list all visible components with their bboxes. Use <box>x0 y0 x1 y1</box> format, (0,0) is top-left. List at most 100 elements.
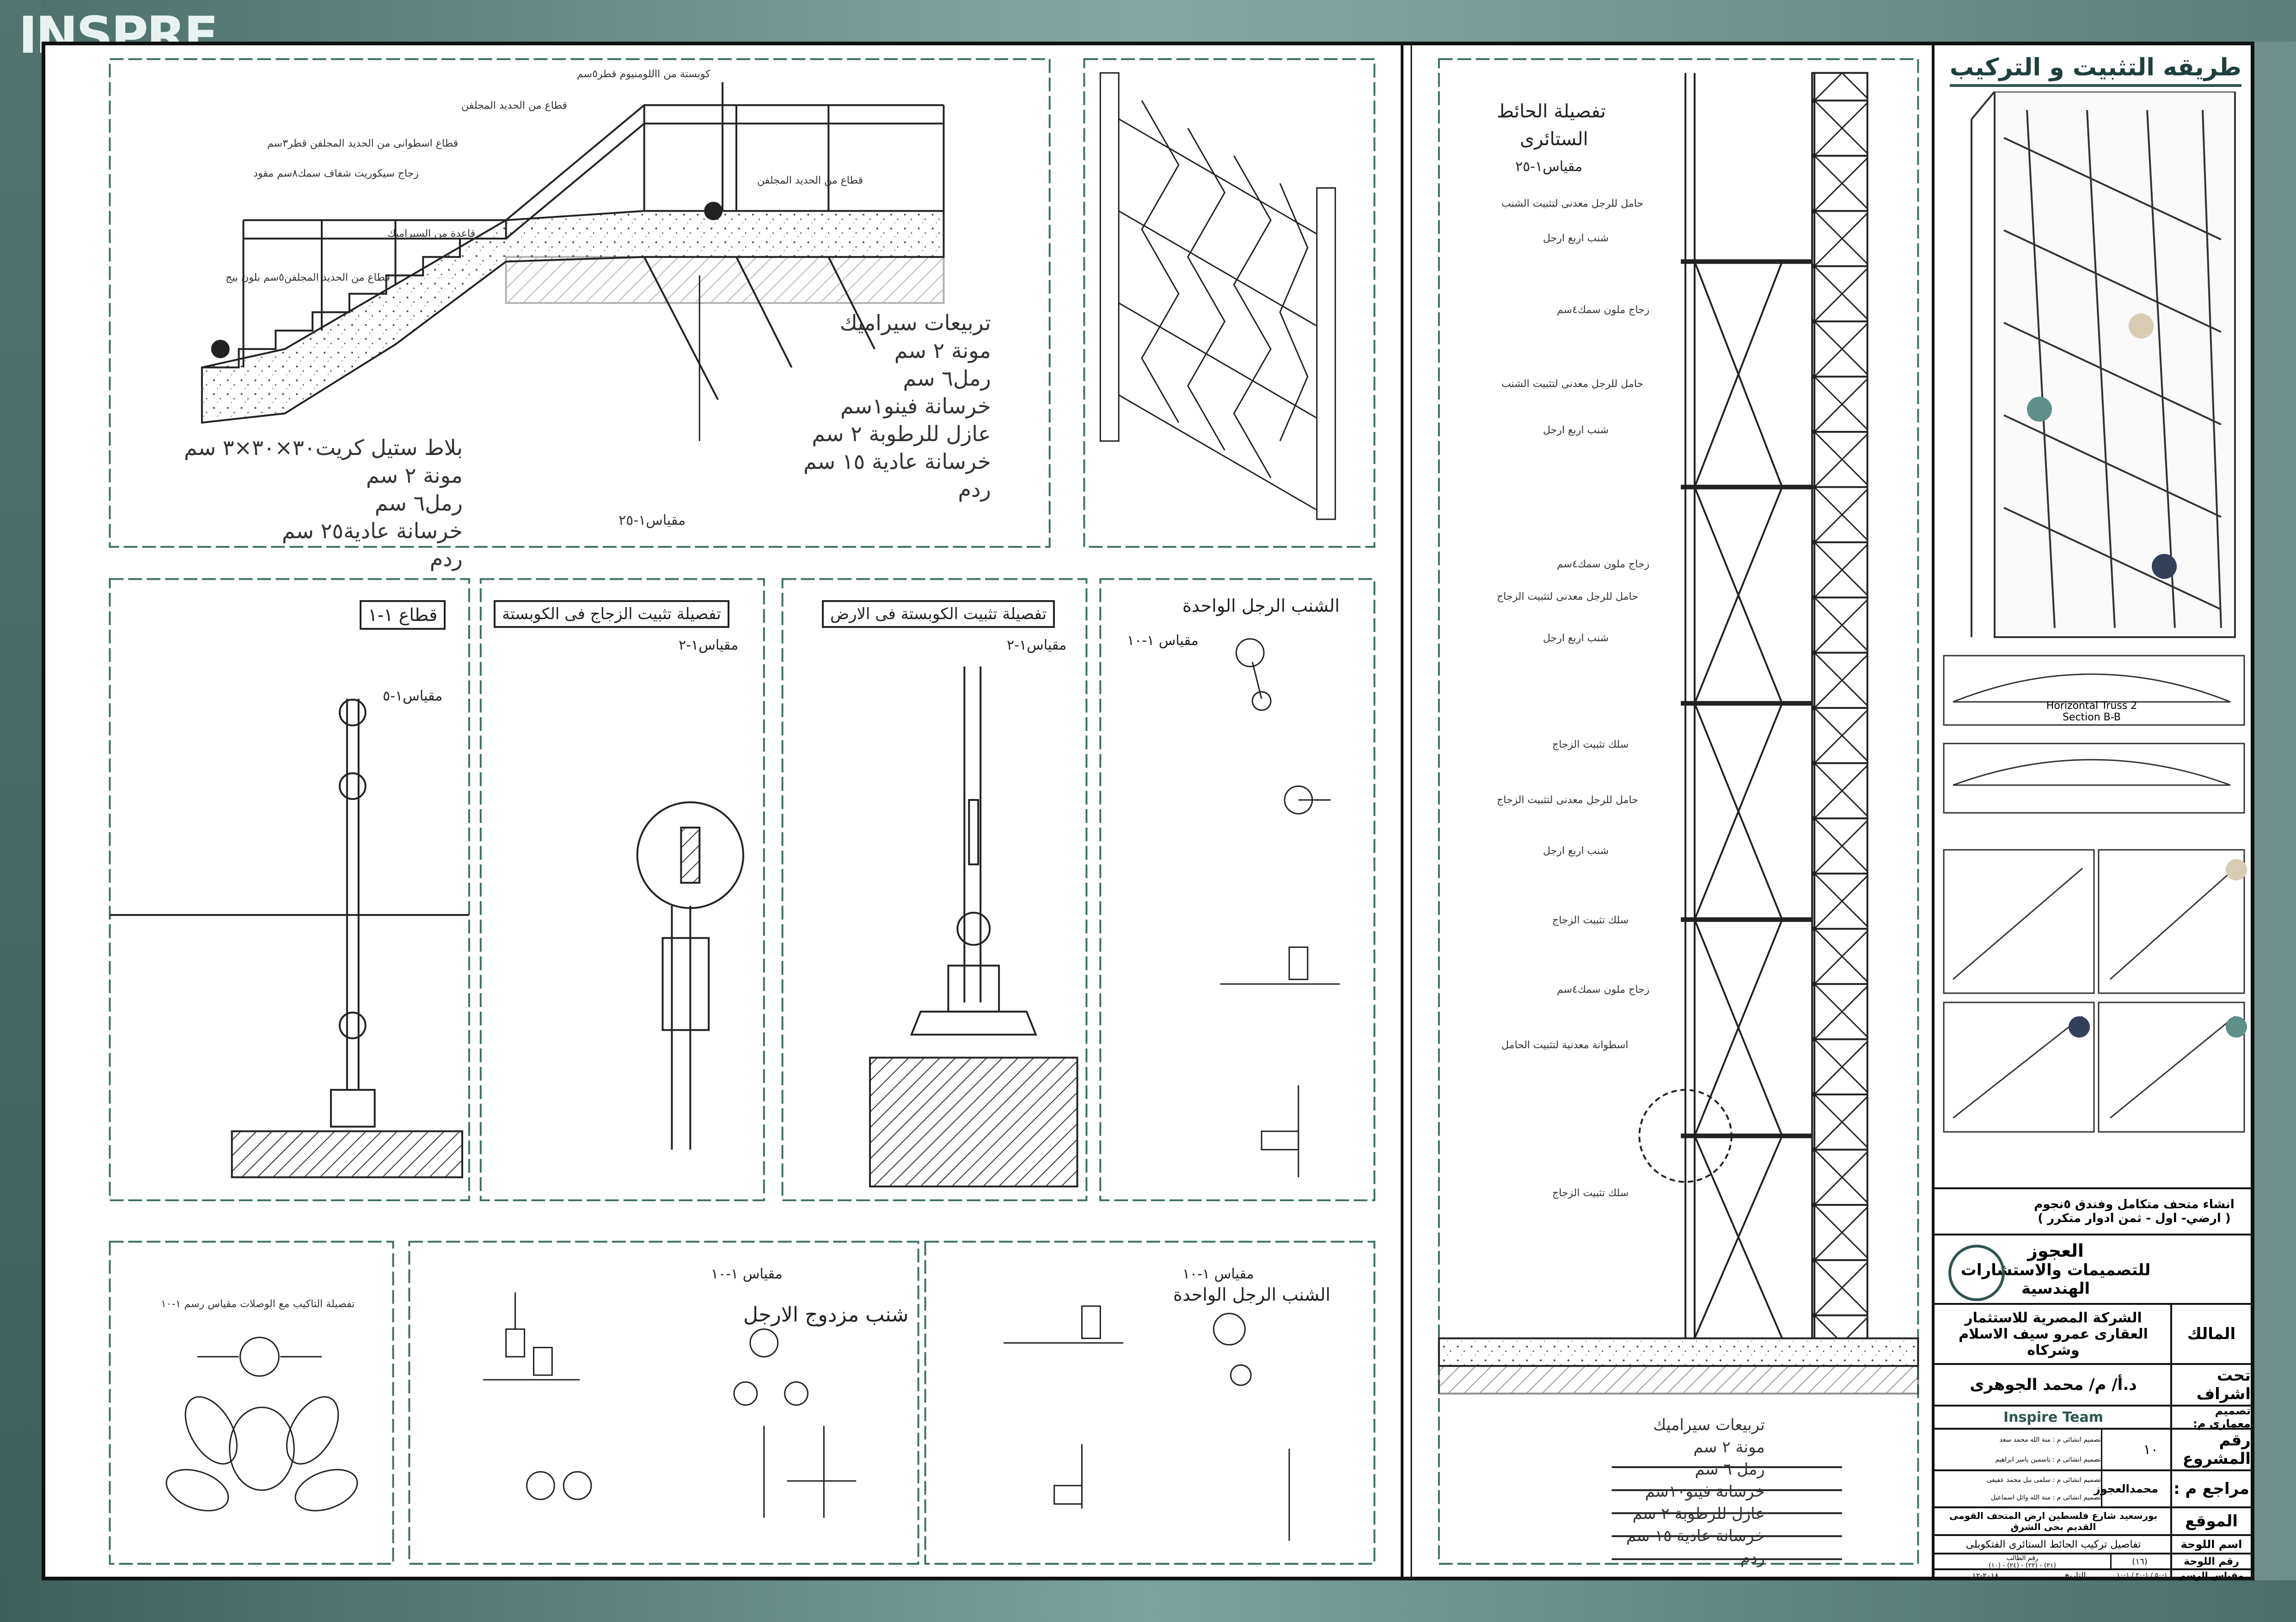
double-leg-title: شنب مزدوج الارجل <box>743 1303 909 1327</box>
owner-value: الشركة المصرية للاستثمار العقارى عمرو سي… <box>1959 1309 2148 1358</box>
stair-layer-right-5: ردم <box>958 477 991 502</box>
wall-layer-5: ردم <box>1740 1549 1765 1567</box>
scale-label: مقياس الرسم <box>2170 1570 2251 1581</box>
project-title-line2: ( ارضي- اول - ثمن ادوار متكرر ) <box>2038 1211 2231 1225</box>
stair-layer-list-right: تربيعات سيراميك مونة ٢ سم رمل٦ سم خرسانة… <box>803 309 991 503</box>
wall-note-13: اسطوانة معدنية لتثبيت الحامل <box>1501 1039 1629 1051</box>
single-leg-2-title: الشنب الرجل الواحدة <box>1173 1284 1331 1305</box>
tb-project-no: رقم المشروع ١٠ تصميم انشائى م : منة الله… <box>1935 1428 2251 1469</box>
office-seal-icon <box>1948 1245 2005 1301</box>
project-title-line1: انشاء متحف متكامل وفندق ٥نجوم <box>2034 1198 2235 1211</box>
wall-note-6: حامل للرجل معدنى لتثبيت الزجاج <box>1497 591 1638 602</box>
stair-note-4: قطاع من الحديد المجلفن <box>757 175 863 186</box>
wall-layer-0: مونة ٢ سم <box>1693 1438 1765 1456</box>
bottom-background-band <box>0 1580 2296 1622</box>
tb-supervision: تحت اشراف د.أ/ م/ محمد الجوهرى <box>1935 1363 2251 1405</box>
wall-note-9: حامل للرجل معدنى لتثبيت الزجاج <box>1497 794 1638 806</box>
project-no-value: ١٠ <box>2143 1441 2158 1458</box>
title-block-details: Horizontal Truss 2 Section B-B <box>1943 655 2245 1133</box>
title-block: طريقه التثبيت و التركيب <box>1932 45 2251 1581</box>
wall-note-12: زجاج ملون سمك٤سم <box>1557 984 1650 995</box>
tb-office: العجوز للتصميمات والاستشارات الهندسية <box>1935 1234 2251 1303</box>
swatch-dot-teal-2 <box>2226 1016 2247 1038</box>
wall-note-1: شنب اربع ارجل <box>1543 233 1609 244</box>
glass-fix-title: تفصيلة تثبيت الزجاج فى الكوبستة <box>494 600 729 628</box>
tb-owner: المالك الشركة المصرية للاستثمار العقارى … <box>1935 1303 2251 1363</box>
spider-iso-drawing <box>1099 72 1336 520</box>
double-leg-scale: مقياس ١-١٠ <box>711 1266 783 1282</box>
designer-0: تصميم انشائى م : منة الله محمد سعد <box>1999 1436 2101 1444</box>
panel-double-leg-border <box>408 1241 919 1565</box>
floor-fix-drawing <box>869 666 1078 1188</box>
stair-layer-right-2: خرسانة فينو١سم <box>840 393 991 418</box>
sheet-name-label: اسم اللوحة <box>2170 1536 2251 1553</box>
stair-note-6: قطاع من الحديد المجلفن٥سم بلون بيج <box>226 272 390 283</box>
sheet-no-value: (١٦) <box>2132 1556 2148 1567</box>
panel-glass-fix-border <box>479 578 765 1201</box>
stair-layer-right-3: عازل للرطوبة ٢ سم <box>812 421 991 446</box>
tb-scale-date: مقياس الرسم ١-٥٠ / ١-٢٠ / ١-١٠ التاريخ ٢… <box>1935 1568 2251 1581</box>
stair-layer-list-left: بلاط ستيل كريت٣٠×٣٠×٣ سم مونة ٢ سم رمل٦ … <box>184 434 463 572</box>
title-block-heading: طريقه التثبيت و التركيب <box>1949 54 2241 87</box>
scale-value: ١-٥٠ / ١-٢٠ / ١-١٠ <box>2116 1572 2167 1579</box>
stair-layer-left-2: رمل٦ سم <box>374 491 463 516</box>
tb-sheet-name: اسم اللوحة تفاصيل تركيب الحائط الستائرى … <box>1935 1534 2251 1553</box>
swatch-dot-navy-2 <box>2069 1016 2090 1038</box>
location-label: الموقع <box>2170 1508 2251 1534</box>
spider-assembly-drawing <box>165 1337 358 1511</box>
panel-single-leg-border <box>1099 578 1376 1201</box>
stair-note-5: قاعدة من السيراميك <box>387 228 476 240</box>
wall-layer-2: خرسانة فينو١٠سم <box>1645 1482 1765 1501</box>
glass-fix-drawing <box>636 801 744 1150</box>
section-scale: مقياس١-٥ <box>383 688 443 704</box>
stair-note-2: قطاع اسطوانى من الحديد المجلفن قطر٣سم <box>267 138 459 149</box>
panel-stair-border <box>109 58 1051 548</box>
panel-single-leg-2-border <box>924 1241 1376 1565</box>
office-name: العجوز <box>2027 1241 2084 1261</box>
tb-team: تصميم معمارى م: Inspire Team <box>1935 1404 2251 1430</box>
wall-note-4: شنب اربع ارجل <box>1543 424 1609 436</box>
student-no-label: رقم الطالب <box>2006 1554 2039 1562</box>
truss-label-1: Horizontal Truss 2 <box>2046 700 2137 712</box>
sheet-no-label: رقم اللوحة <box>2170 1554 2251 1568</box>
reviewer-label: مراجع م : <box>2170 1471 2251 1506</box>
wall-note-0: حامل للرجل معدنى لتثبيت الشنب <box>1501 198 1644 209</box>
swatch-dot-beige <box>2129 313 2154 338</box>
stair-note-0: كوبستة من االلومنيوم قطر٥سم <box>577 68 710 80</box>
wall-scale: مقياس١-٢٥ <box>1515 159 1583 175</box>
designer-2: تصميم انشائى م : سلمى نيل محمد عفيفى <box>1986 1476 2101 1484</box>
single-leg-scale: مقياس ١-١٠ <box>1127 633 1199 649</box>
section-title: قطاع ١-١ <box>360 600 446 630</box>
left-background-band <box>0 0 42 1622</box>
date-value: ٢٠١٨-١٢ <box>1972 1571 1999 1580</box>
tb-sheet-no: رقم اللوحة (١٦) رقم الطالب (٢١) - (٢٢) -… <box>1935 1553 2251 1569</box>
wall-layer-heading: تربيعات سيراميك <box>1653 1416 1765 1434</box>
panel-curtain-wall-border <box>1438 58 1919 1565</box>
wall-note-11: سلك تثبيت الزجاج <box>1552 915 1629 926</box>
stair-layer-left-3: خرسانة عادية٢٥ سم <box>282 518 463 543</box>
spider-assembly-note: تفصيلة التاكيب مع الوصلات مقياس رسم ١-١٠ <box>161 1298 355 1310</box>
stair-layer-left-4: ردم <box>429 546 463 571</box>
wall-layer-4: خرسانة عادية ١٥ سم <box>1626 1527 1765 1545</box>
wall-note-5: زجاج ملون سمك٤سم <box>1557 559 1650 570</box>
floor-fix-title: تفصيلة تثبيت الكوبستة فى الارض <box>822 600 1055 628</box>
panel-spider-assembly-border <box>109 1241 394 1565</box>
wall-note-14: سلك تثبيت الزجاج <box>1552 1187 1629 1199</box>
wall-note-8: سلك تثبيت الزجاج <box>1552 739 1629 750</box>
wall-note-10: شنب اربع ارجل <box>1543 845 1609 857</box>
cad-drawing-canvas <box>109 45 1919 1577</box>
stair-note-1: قطاع من الحديد المجلفن <box>461 100 568 111</box>
floor-fix-scale: مقياس١-٢ <box>1007 637 1067 653</box>
swatch-dot-navy <box>2152 554 2177 579</box>
stair-layer-right-1: رمل٦ سم <box>903 366 991 391</box>
wall-layer-list: تربيعات سيراميك مونة ٢ سم رمل ٦ سم خرسان… <box>1626 1414 1765 1569</box>
wall-title-line1: تفصيلة الحائط <box>1497 101 1606 122</box>
reviewer-value: محمدالعجوز <box>2094 1482 2158 1495</box>
designer-1: تصميم انشائى م : ياسمين ياسر ابراهيم <box>1995 1456 2101 1463</box>
stair-layer-left-1: مونة ٢ سم <box>366 463 463 488</box>
drawing-sheet: بلاط ستيل كريت٣٠×٣٠×٣ سم مونة ٢ سم رمل٦ … <box>42 42 2254 1581</box>
team-name: Inspire Team <box>2003 1409 2104 1425</box>
date-label: التاريخ <box>2064 1570 2086 1580</box>
design-label: تصميم معمارى م: <box>2170 1404 2251 1430</box>
top-background-band <box>0 0 2296 42</box>
